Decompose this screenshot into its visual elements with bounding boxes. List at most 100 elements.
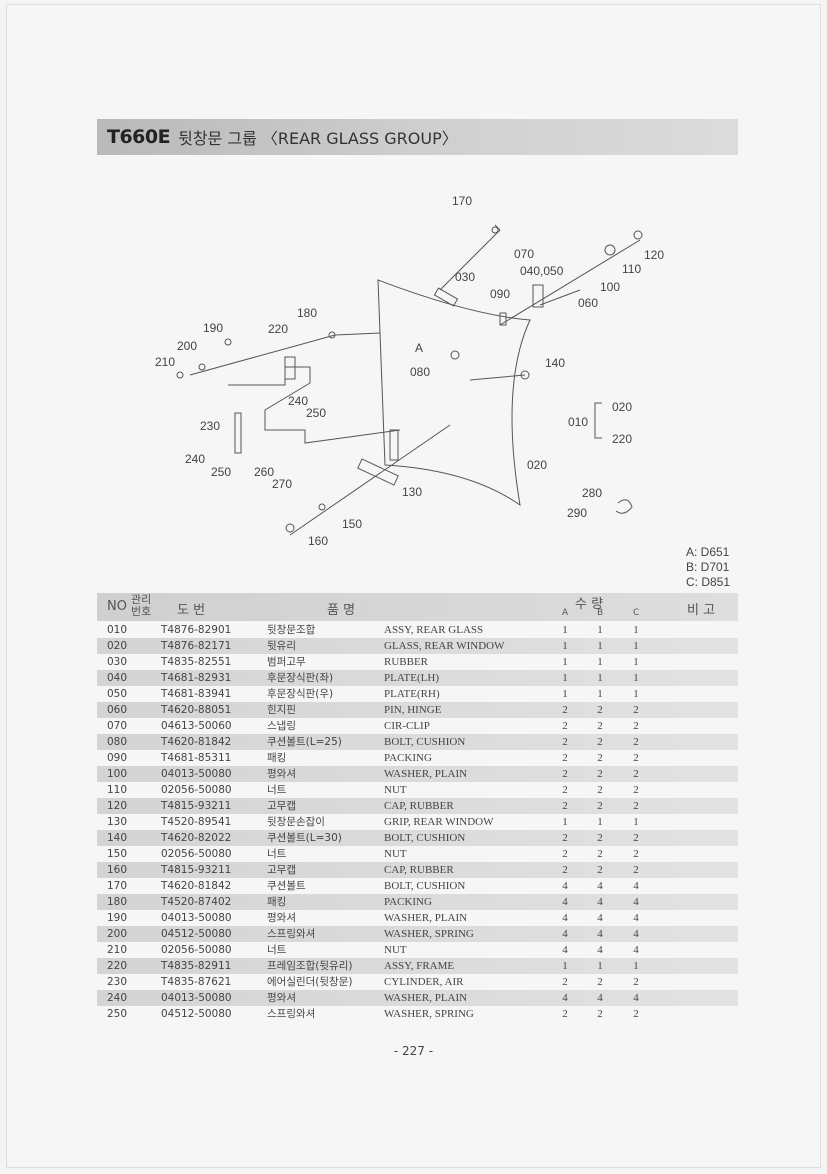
qty-a: 1 [562, 640, 568, 652]
callout-label: 090 [490, 287, 510, 301]
callout-label: 240 [288, 394, 308, 408]
nut-210 [176, 371, 184, 379]
part-number: T4835-82911 [161, 960, 232, 972]
spring-washer-200 [198, 363, 206, 371]
qty-a: 4 [562, 912, 568, 924]
part-number: T4876-82171 [161, 640, 232, 652]
part-name-english: PIN, HINGE [384, 704, 442, 716]
part-number: 02056-50080 [161, 784, 232, 796]
qty-a: 1 [562, 624, 568, 636]
qty-c: 1 [633, 624, 639, 636]
page-frame [6, 4, 821, 1168]
part-name-korean: 평와셔 [267, 768, 296, 780]
part-name-korean: 평와셔 [267, 992, 296, 1004]
header-no: NO [107, 599, 127, 614]
exploded-parts-diagram: 170 070 120 030 040,050 110 100 090 060 … [140, 185, 740, 555]
part-name-korean: 힌지핀 [267, 704, 296, 716]
part-name-korean: 프레임조합(뒷유리) [267, 960, 353, 972]
qty-a: 1 [562, 672, 568, 684]
part-name-korean: 쿠션볼트 [267, 880, 306, 892]
qty-b: 4 [597, 992, 603, 1004]
rubber-cap-160 [285, 523, 295, 533]
callout-label: 140 [545, 356, 565, 370]
qty-c: 1 [633, 960, 639, 972]
row-number: 020 [107, 640, 128, 652]
part-name-english: BOLT, CUSHION [384, 736, 466, 748]
row-number: 240 [107, 992, 128, 1004]
part-name-english: NUT [384, 784, 407, 796]
part-number: T4876-82901 [161, 624, 232, 636]
part-name-korean: 패킹 [267, 896, 287, 908]
part-number: T4815-93211 [161, 864, 232, 876]
callout-label: 290 [567, 506, 587, 520]
callout-label: 100 [600, 280, 620, 294]
part-name-korean: 쿠션볼트(L=25) [267, 736, 342, 748]
row-number: 170 [107, 880, 128, 892]
part-name-english: CAP, RUBBER [384, 800, 454, 812]
qty-b: 2 [597, 752, 603, 764]
frame-bracket [284, 356, 296, 380]
qty-b: 4 [597, 880, 603, 892]
rear-glass-panel [377, 279, 531, 507]
callout-label: 210 [155, 355, 175, 369]
qty-b: 2 [597, 976, 603, 988]
callout-label: 200 [177, 339, 197, 353]
part-number: 04613-50060 [161, 720, 232, 732]
part-number: T4835-87621 [161, 976, 232, 988]
qty-a: 1 [562, 688, 568, 700]
row-number: 220 [107, 960, 128, 972]
qty-c: 4 [633, 944, 639, 956]
packing [499, 312, 507, 326]
leader-170 [439, 229, 501, 291]
header-remark: 비 고 [687, 603, 716, 618]
variant-a: A: D651 [686, 545, 730, 559]
part-number: 04512-50080 [161, 1008, 232, 1020]
part-name-korean: 범퍼고무 [267, 656, 306, 668]
part-name-korean: 고무캡 [267, 864, 296, 876]
part-number: 04013-50080 [161, 912, 232, 924]
part-number: T4620-81842 [161, 880, 232, 892]
part-name-english: NUT [384, 848, 407, 860]
qty-a: 2 [562, 736, 568, 748]
callout-label: 040,050 [520, 264, 564, 278]
qty-a: 2 [562, 704, 568, 716]
part-name-english: PLATE(RH) [384, 688, 440, 700]
callout-label: 020 [527, 458, 547, 472]
part-name-english: CIR-CLIP [384, 720, 430, 732]
qty-a: 2 [562, 768, 568, 780]
part-name-english: PACKING [384, 752, 432, 764]
header-qty-b: B [597, 608, 604, 618]
qty-b: 1 [597, 960, 603, 972]
qty-a: 2 [562, 784, 568, 796]
model-variants: A: D651 B: D701 C: D851 [686, 545, 730, 590]
row-number: 190 [107, 912, 128, 924]
qty-b: 2 [597, 720, 603, 732]
qty-c: 2 [633, 752, 639, 764]
row-number: 070 [107, 720, 128, 732]
qty-a: 2 [562, 720, 568, 732]
row-number: 100 [107, 768, 128, 780]
qty-c: 2 [633, 976, 639, 988]
qty-c: 1 [633, 672, 639, 684]
part-name-korean: 너트 [267, 784, 287, 796]
qty-a: 2 [562, 976, 568, 988]
rubber-cap [633, 230, 643, 240]
qty-a: 4 [562, 896, 568, 908]
callout-label: 280 [582, 486, 602, 500]
part-name-english: PACKING [384, 896, 432, 908]
callout-label: 060 [578, 296, 598, 310]
part-name-english: NUT [384, 944, 407, 956]
callout-label: 010 [568, 415, 588, 429]
window-grip [357, 458, 399, 486]
